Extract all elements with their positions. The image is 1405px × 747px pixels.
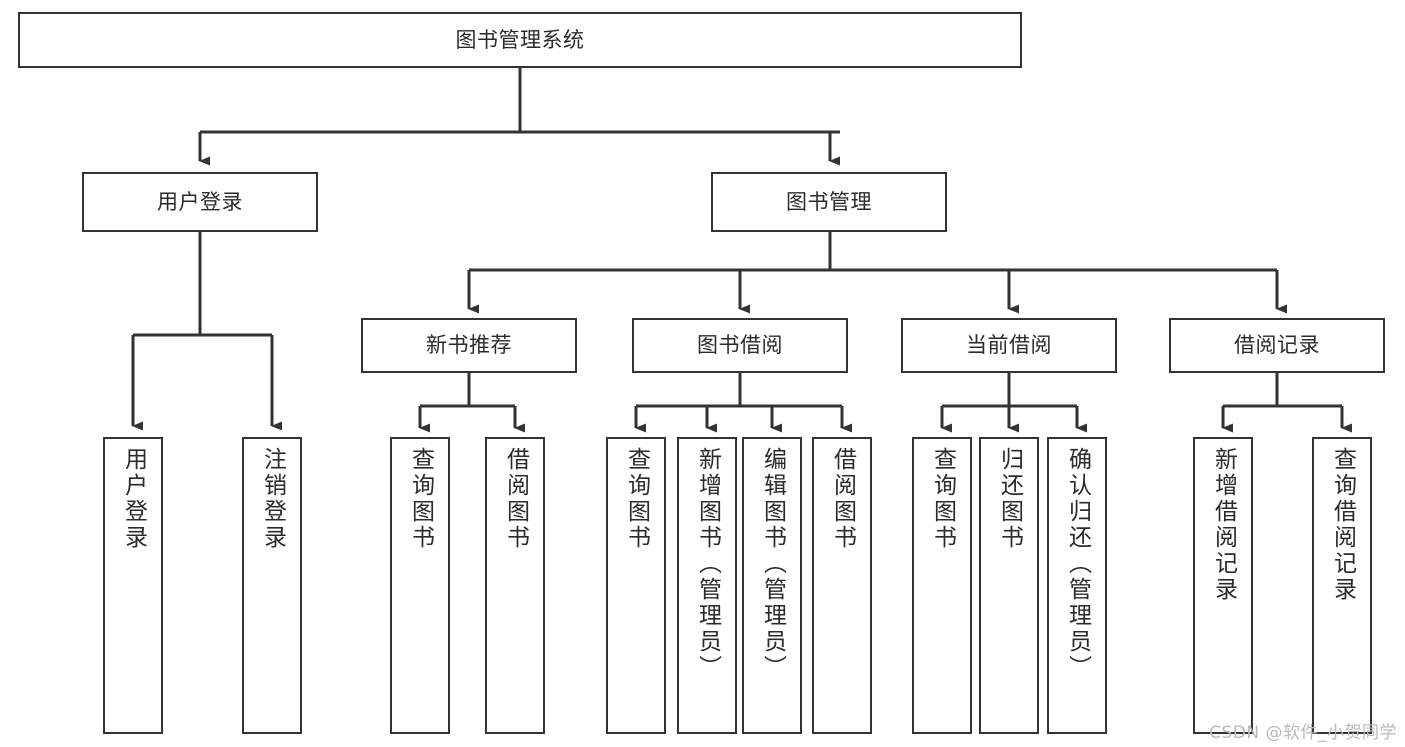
node-current-borrow-label: 当前借阅 (966, 333, 1052, 358)
node-leaf-edit-book-label: 编辑图书（管理员） (759, 447, 786, 681)
node-borrow-record-label: 借阅记录 (1234, 333, 1320, 358)
node-leaf-user-login-label: 用户登录 (120, 447, 147, 551)
node-root-label: 图书管理系统 (455, 27, 585, 52)
node-leaf-add-record-label: 新增借阅记录 (1210, 447, 1237, 603)
node-leaf-query-record[interactable]: 查询借阅记录 (1312, 437, 1372, 734)
node-book-manage-label: 图书管理 (786, 189, 872, 214)
node-leaf-logout-login-label: 注销登录 (259, 447, 286, 551)
node-leaf-confirm-return[interactable]: 确认归还（管理员） (1047, 437, 1107, 734)
node-leaf-query-book-2[interactable]: 查询图书 (606, 437, 666, 734)
node-leaf-query-book-3-label: 查询图书 (929, 447, 956, 551)
node-leaf-query-book-1-label: 查询图书 (407, 447, 434, 551)
node-leaf-borrow-book-2-label: 借阅图书 (829, 447, 856, 551)
node-leaf-borrow-book-1[interactable]: 借阅图书 (485, 437, 545, 734)
node-leaf-confirm-return-label: 确认归还（管理员） (1064, 447, 1091, 681)
node-leaf-query-book-1[interactable]: 查询图书 (390, 437, 450, 734)
node-leaf-add-record[interactable]: 新增借阅记录 (1193, 437, 1253, 734)
node-book-manage[interactable]: 图书管理 (711, 172, 947, 232)
node-leaf-logout-login[interactable]: 注销登录 (242, 437, 302, 734)
node-leaf-add-book-label: 新增图书（管理员） (694, 447, 721, 681)
node-leaf-user-login[interactable]: 用户登录 (103, 437, 163, 734)
node-new-book-rec[interactable]: 新书推荐 (361, 318, 577, 373)
node-user-login[interactable]: 用户登录 (82, 172, 318, 232)
node-leaf-borrow-book-2[interactable]: 借阅图书 (812, 437, 872, 734)
node-leaf-return-book[interactable]: 归还图书 (979, 437, 1039, 734)
node-leaf-return-book-label: 归还图书 (996, 447, 1023, 551)
node-book-borrow[interactable]: 图书借阅 (632, 318, 848, 373)
node-leaf-query-book-2-label: 查询图书 (623, 447, 650, 551)
node-leaf-query-book-3[interactable]: 查询图书 (912, 437, 972, 734)
node-leaf-query-record-label: 查询借阅记录 (1329, 447, 1356, 603)
node-current-borrow[interactable]: 当前借阅 (901, 318, 1117, 373)
node-user-login-label: 用户登录 (157, 189, 243, 214)
node-leaf-edit-book[interactable]: 编辑图书（管理员） (742, 437, 802, 734)
node-new-book-rec-label: 新书推荐 (426, 333, 512, 358)
node-borrow-record[interactable]: 借阅记录 (1169, 318, 1385, 373)
csdn-watermark: CSDN @软件_小贺同学 (1209, 723, 1397, 743)
node-leaf-borrow-book-1-label: 借阅图书 (502, 447, 529, 551)
node-book-borrow-label: 图书借阅 (697, 333, 783, 358)
node-leaf-add-book[interactable]: 新增图书（管理员） (677, 437, 737, 734)
node-root[interactable]: 图书管理系统 (18, 12, 1022, 68)
